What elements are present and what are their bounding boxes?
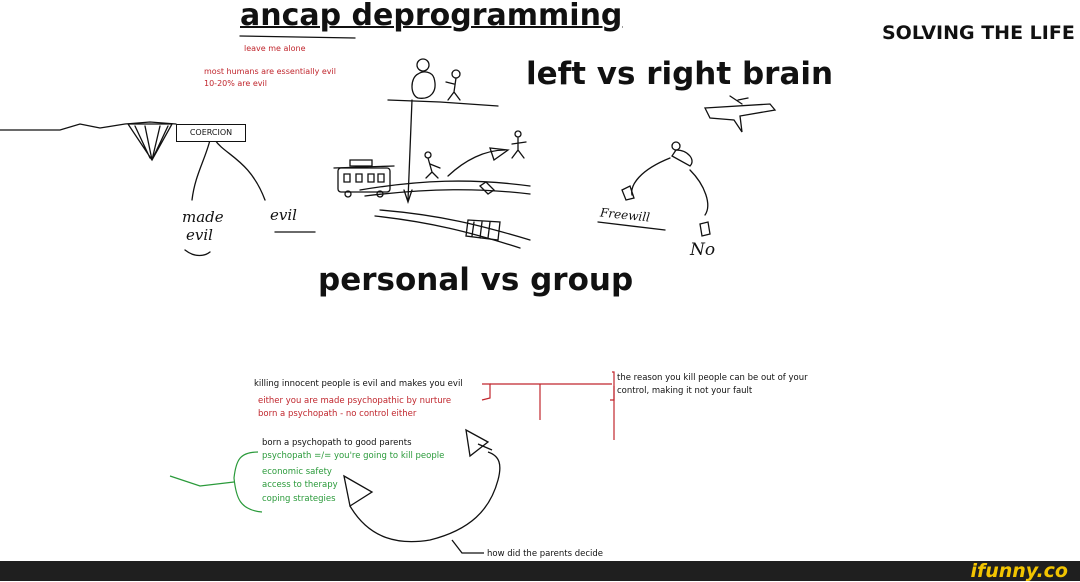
good-parents-statement: born a psychopath to good parents <box>262 438 412 448</box>
red-brace <box>481 383 491 401</box>
main-title: ancap deprogramming <box>240 0 623 33</box>
figure-head-2 <box>451 69 461 79</box>
track-lower-2 <box>374 215 521 249</box>
plane-top <box>465 428 493 458</box>
figure-body-1 <box>411 71 436 99</box>
trolley-wheel-1 <box>344 190 352 198</box>
left-right-brain-title: left vs right brain <box>526 56 834 92</box>
left-paddle <box>621 185 635 201</box>
evil-note-line2: 10-20% are evil <box>204 79 267 88</box>
green-brace <box>233 451 263 513</box>
coercion-box: COERCION <box>176 124 246 142</box>
made-evil-underline <box>184 249 211 257</box>
freewill-right-loop <box>689 169 709 216</box>
made-label: made <box>182 208 224 226</box>
made-evil-label: evil <box>186 226 213 244</box>
branch-right <box>214 139 266 201</box>
freewill-body <box>671 149 693 167</box>
lever-person <box>425 157 441 179</box>
track-upper-1 <box>359 180 531 191</box>
ifunny-watermark: ifunny.co <box>970 560 1068 582</box>
lever-person-head <box>424 151 432 159</box>
stick-body <box>511 137 527 159</box>
trolley-body <box>337 167 391 193</box>
bridge-line <box>387 99 499 107</box>
airplane <box>703 95 777 133</box>
parents-pointer <box>451 539 484 554</box>
drop-line <box>407 99 413 201</box>
track-lower-1 <box>379 209 531 241</box>
trolley-wheel-2 <box>376 190 384 198</box>
loop-curve <box>349 451 501 543</box>
figure-head-1 <box>416 58 430 72</box>
green-line-4: coping strategies <box>262 494 336 504</box>
freewill-head <box>671 141 681 151</box>
no-label: No <box>690 240 716 260</box>
freewill-underline <box>597 221 666 231</box>
sketch-drawing-layer <box>0 35 777 554</box>
title-underline <box>239 35 356 39</box>
arrow-head <box>489 147 510 162</box>
figure-body-2 <box>445 77 461 101</box>
personal-group-title: personal vs group <box>318 262 634 298</box>
green-line-2: economic safety <box>262 467 332 477</box>
freewill-left-loop <box>631 157 671 196</box>
track-upper-2 <box>364 189 531 197</box>
reason-line-1: the reason you kill people can be out of… <box>617 373 808 383</box>
green-line-3: access to therapy <box>262 480 338 490</box>
parents-decide-text: how did the parents decide <box>487 549 604 559</box>
red-right-brace <box>610 371 615 401</box>
stick-head <box>514 130 522 138</box>
trolley-windows <box>343 173 385 183</box>
worker-single <box>478 181 496 195</box>
plane-bottom <box>343 474 374 508</box>
worker-pile-right <box>465 219 501 241</box>
cliff-lamp <box>126 123 174 162</box>
branch-left <box>191 139 211 201</box>
solving-life-title: SOLVING THE LIFE <box>882 22 1075 44</box>
falling-arrow <box>403 189 413 205</box>
pointing-arrow <box>447 149 506 177</box>
right-paddle <box>699 221 711 237</box>
evil-label: evil <box>270 206 297 224</box>
reason-line-2: control, making it not your fault <box>617 386 753 396</box>
leave-me-alone-note: leave me alone <box>244 44 306 53</box>
watermark-bar <box>0 561 1080 581</box>
trolley-roof <box>333 159 395 169</box>
cliff-line <box>0 121 177 131</box>
green-line-1: psychopath =/= you're going to kill peop… <box>262 451 445 461</box>
green-arm <box>169 475 235 487</box>
born-psychopath-statement: born a psychopath - no control either <box>258 409 417 419</box>
killing-statement: killing innocent people is evil and make… <box>254 379 463 389</box>
evil-note-line1: most humans are essentially evil <box>204 67 336 76</box>
nurture-statement: either you are made psychopathic by nurt… <box>258 396 452 406</box>
